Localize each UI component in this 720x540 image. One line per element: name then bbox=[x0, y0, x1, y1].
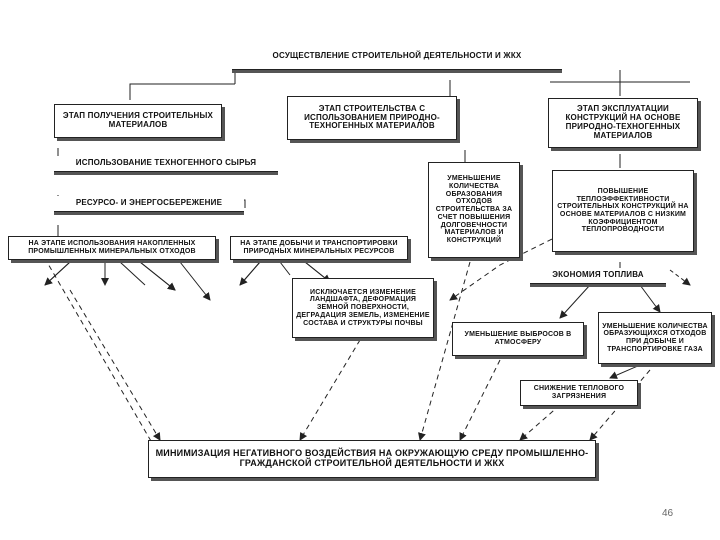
heat-efficiency-label: ПОВЫШЕНИЕ ТЕПЛОЭФФЕКТИВНОСТИ СТРОИТЕЛЬНЫ… bbox=[557, 187, 689, 234]
waste-reduction-label: УМЕНЬШЕНИЕ КОЛИЧЕСТВА ОБРАЗОВАНИЯ ОТХОДО… bbox=[435, 175, 513, 244]
extract-arrow-a bbox=[239, 261, 261, 286]
emissions-label: УМЕНЬШЕНИЕ ВЫБРОСОВ В АТМОСФЕРУ bbox=[464, 331, 572, 346]
techno-raw-node: ИСПОЛЬЗОВАНИЕ ТЕХНОГЕННОГО СЫРЬЯ bbox=[54, 156, 278, 172]
accum-arrow-d bbox=[179, 261, 211, 301]
accum-arrow-a bbox=[44, 261, 71, 286]
fuel-economy-label: ЭКОНОМИЯ ТОПЛИВА bbox=[552, 270, 644, 280]
landscape-node: ИСКЛЮЧАЕТСЯ ИЗМЕНЕНИЕ ЛАНДШАФТА, ДЕФОРМА… bbox=[292, 278, 434, 338]
stage-operation-node: ЭТАП ЭКСПЛУАТАЦИИ КОНСТРУКЦИЙ НА ОСНОВЕ … bbox=[548, 98, 698, 148]
resource-saving-label: РЕСУРСО- И ЭНЕРГОСБЕРЕЖЕНИЕ bbox=[75, 198, 223, 208]
dashed-thermal bbox=[519, 404, 561, 441]
dashed-landscape bbox=[299, 339, 361, 441]
dashed-left-2 bbox=[39, 249, 156, 449]
emissions-node: УМЕНЬШЕНИЕ ВЫБРОСОВ В АТМОСФЕРУ bbox=[452, 322, 584, 356]
fuel-arrows bbox=[559, 284, 591, 319]
stage-ops-connector bbox=[550, 81, 690, 96]
extraction-waste-node: УМЕНЬШЕНИЕ КОЛИЧЕСТВА ОБРАЗУЮЩИХСЯ ОТХОД… bbox=[598, 312, 712, 364]
dashed-left-1 bbox=[69, 289, 161, 441]
waste-reduction-node: УМЕНЬШЕНИЕ КОЛИЧЕСТВА ОБРАЗОВАНИЯ ОТХОДО… bbox=[428, 162, 520, 258]
extraction-transport-node: НА ЭТАПЕ ДОБЫЧИ И ТРАНСПОРТИРОВКИ ПРИРОД… bbox=[230, 236, 408, 260]
thermal-pollution-node: СНИЖЕНИЕ ТЕПЛОВОГО ЗАГРЯЗНЕНИЯ bbox=[520, 380, 638, 406]
resource-saving-node: РЕСУРСО- И ЭНЕРГОСБЕРЕЖЕНИЕ bbox=[54, 196, 244, 212]
root-label: ОСУЩЕСТВЛЕНИЕ СТРОИТЕЛЬНОЙ ДЕЯТЕЛЬНОСТИ … bbox=[272, 51, 522, 61]
fuel-arrow-b bbox=[639, 284, 661, 313]
dashed-waste bbox=[418, 261, 471, 441]
fuel-economy-node: ЭКОНОМИЯ ТОПЛИВА bbox=[530, 268, 666, 284]
stage-materials-node: ЭТАП ПОЛУЧЕНИЯ СТРОИТЕЛЬНЫХ МАТЕРИАЛОВ bbox=[54, 104, 222, 138]
extraction-to-thermal bbox=[609, 364, 641, 379]
stage-construction-node: ЭТАП СТРОИТЕЛЬСТВА С ИСПОЛЬЗОВАНИЕМ ПРИР… bbox=[287, 96, 457, 140]
dashed-emissions bbox=[459, 359, 501, 441]
stage-construction-label: ЭТАП СТРОИТЕЛЬСТВА С ИСПОЛЬЗОВАНИЕМ ПРИР… bbox=[304, 103, 440, 131]
fuel-long-dash bbox=[669, 269, 691, 286]
accum-arrows bbox=[44, 261, 175, 290]
heat-efficiency-node: ПОВЫШЕНИЕ ТЕПЛОЭФФЕКТИВНОСТИ СТРОИТЕЛЬНЫ… bbox=[552, 170, 694, 252]
landscape-label: ИСКЛЮЧАЕТСЯ ИЗМЕНЕНИЕ ЛАНДШАФТА, ДЕФОРМА… bbox=[296, 288, 430, 327]
accum-arrow-c bbox=[139, 261, 176, 291]
stage-operation-label: ЭТАП ЭКСПЛУАТАЦИИ КОНСТРУКЦИЙ НА ОСНОВЕ … bbox=[565, 104, 681, 140]
page-number: 46 bbox=[662, 508, 674, 519]
accumulated-waste-node: НА ЭТАПЕ ИСПОЛЬЗОВАНИЯ НАКОПЛЕННЫХ ПРОМЫ… bbox=[8, 236, 216, 260]
dashed-heat bbox=[449, 234, 561, 301]
root-node: ОСУЩЕСТВЛЕНИЕ СТРОИТЕЛЬНОЙ ДЕЯТЕЛЬНОСТИ … bbox=[232, 44, 562, 70]
stage-materials-label: ЭТАП ПОЛУЧЕНИЯ СТРОИТЕЛЬНЫХ МАТЕРИАЛОВ bbox=[62, 111, 214, 129]
techno-raw-label: ИСПОЛЬЗОВАНИЕ ТЕХНОГЕННОГО СЫРЬЯ bbox=[75, 158, 257, 168]
minimization-label: МИНИМИЗАЦИЯ НЕГАТИВНОГО ВОЗДЕЙСТВИЯ НА О… bbox=[155, 448, 589, 468]
accumulated-waste-label: НА ЭТАПЕ ИСПОЛЬЗОВАНИЯ НАКОПЛЕННЫХ ПРОМЫ… bbox=[28, 240, 196, 255]
extraction-waste-label: УМЕНЬШЕНИЕ КОЛИЧЕСТВА ОБРАЗУЮЩИХСЯ ОТХОД… bbox=[602, 322, 708, 353]
minimization-node: МИНИМИЗАЦИЯ НЕГАТИВНОГО ВОЗДЕЙСТВИЯ НА О… bbox=[148, 440, 596, 478]
thermal-pollution-label: СНИЖЕНИЕ ТЕПЛОВОГО ЗАГРЯЗНЕНИЯ bbox=[533, 385, 625, 400]
extraction-transport-label: НА ЭТАПЕ ДОБЫЧИ И ТРАНСПОРТИРОВКИ ПРИРОД… bbox=[240, 240, 398, 255]
